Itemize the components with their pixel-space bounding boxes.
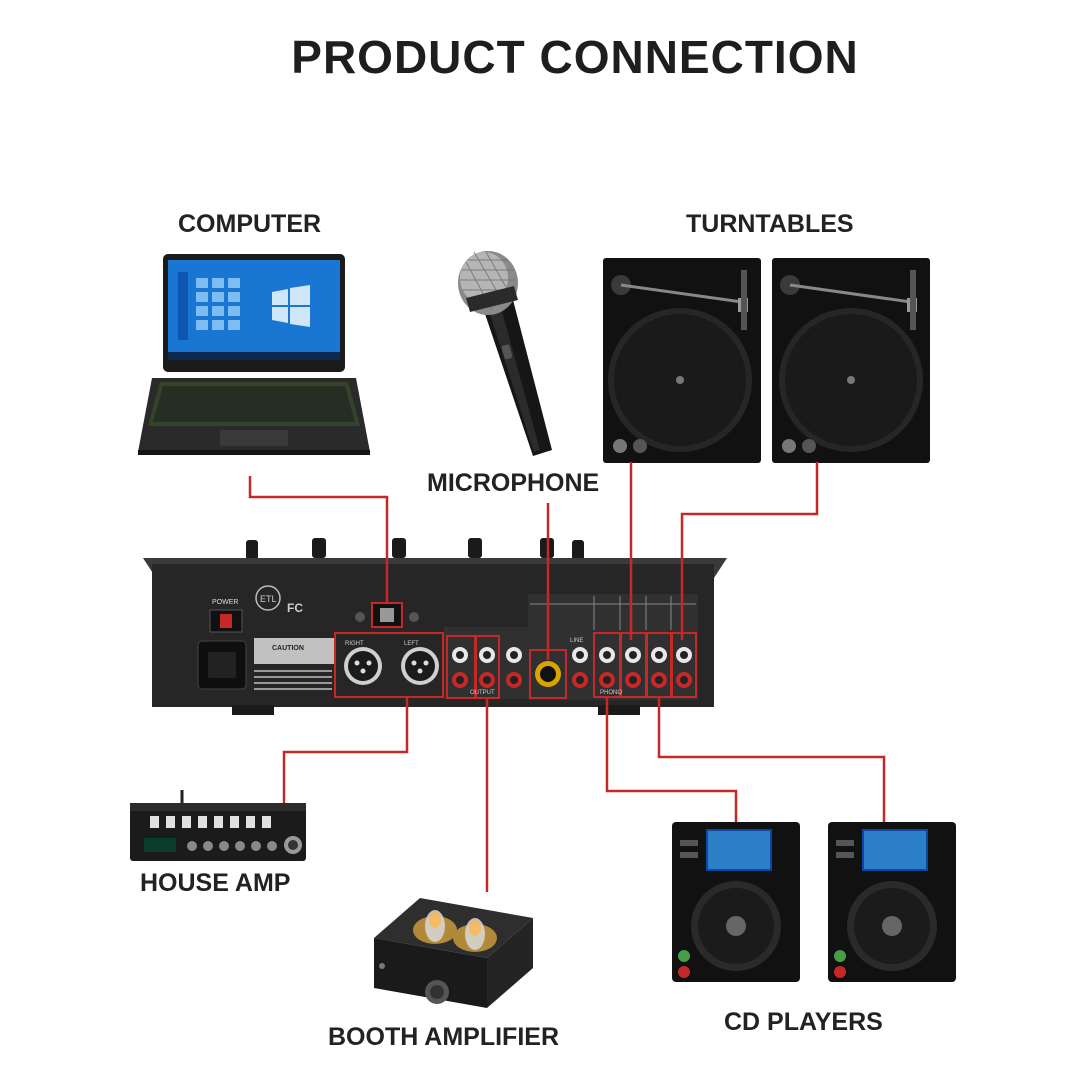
house-amp-label: HOUSE AMP — [140, 869, 291, 897]
cd-players-label: CD PLAYERS — [724, 1008, 883, 1036]
cd-player-icon-2 — [828, 822, 956, 982]
connection-cables — [248, 462, 886, 892]
cable-cd-2 — [657, 697, 886, 822]
computer-label: COMPUTER — [178, 210, 322, 238]
cable-computer-usb — [248, 476, 389, 603]
turntable-icon-2 — [772, 258, 930, 463]
house-amp-icon — [130, 790, 306, 861]
laptop-icon — [138, 254, 370, 455]
etl-mark: ETL — [260, 594, 277, 604]
turntable-icon-1 — [603, 258, 761, 463]
phono-text: PHONO — [600, 690, 622, 696]
mixer-rear-panel: POWER ETL FC CAUTION RIGHT LEFT — [143, 538, 727, 715]
page-title: PRODUCT CONNECTION — [291, 31, 859, 83]
booth-amplifier-icon — [374, 898, 533, 1008]
cable-cd-1 — [605, 697, 738, 822]
caution-text: CAUTION — [272, 645, 304, 652]
power-text: POWER — [212, 599, 238, 606]
turntables-label: TURNTABLES — [686, 210, 854, 238]
cable-house-amp — [282, 697, 409, 803]
output-text: OUTPUT — [470, 690, 495, 696]
microphone-label: MICROPHONE — [427, 469, 600, 497]
fc-mark: FC — [287, 601, 303, 615]
microphone-icon — [458, 251, 552, 456]
cable-turntable-2 — [680, 462, 819, 640]
cd-player-icon-1 — [672, 822, 800, 982]
left-text: LEFT — [404, 641, 419, 647]
right-text: RIGHT — [345, 641, 364, 647]
line-text: LINE — [570, 638, 583, 644]
booth-amplifier-label: BOOTH AMPLIFIER — [328, 1023, 560, 1051]
